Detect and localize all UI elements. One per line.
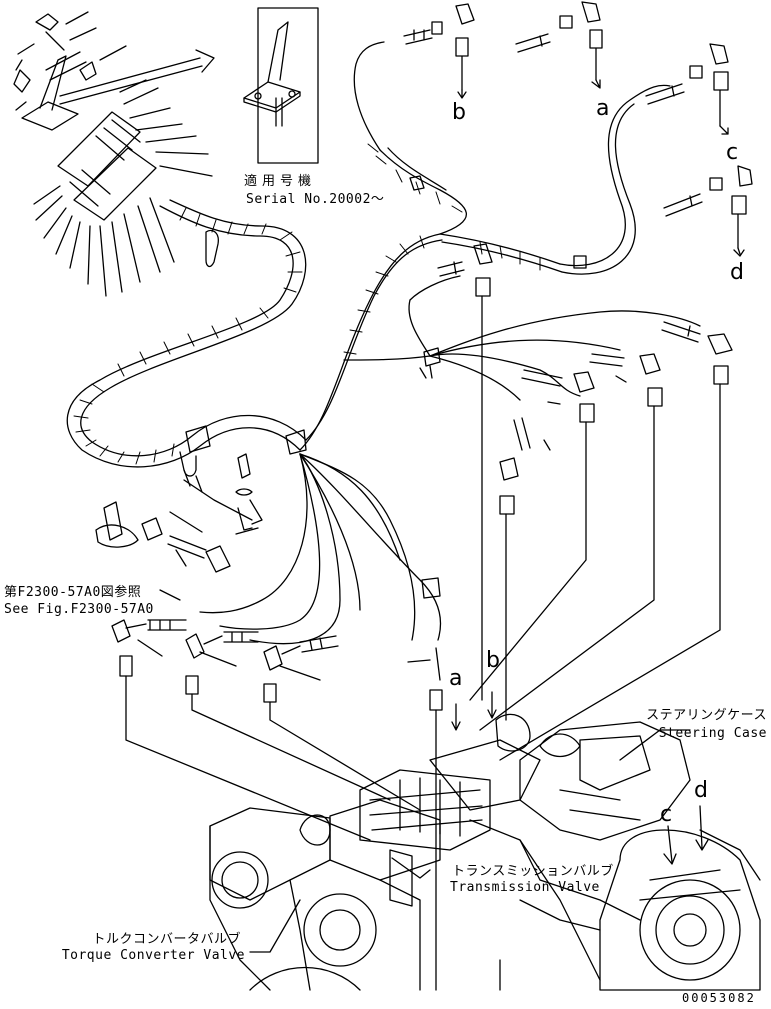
applicable-label: 適用号機 bbox=[244, 174, 317, 189]
steering-case-en: Steering Case bbox=[658, 726, 767, 741]
figure-number: 00053082 bbox=[682, 991, 756, 1005]
detail-arrow bbox=[59, 49, 215, 105]
connector-bracket bbox=[13, 13, 97, 131]
callout-d-low: d bbox=[694, 778, 708, 803]
steering-case-jp: ステアリングケース bbox=[646, 708, 767, 723]
callout-c-low: c bbox=[660, 802, 673, 827]
callout-arrows bbox=[451, 79, 745, 865]
lower-harness bbox=[199, 453, 442, 645]
middle-harness bbox=[343, 275, 701, 401]
left-fittings bbox=[95, 453, 263, 573]
reference-jp: 第F2300-57A0図参照 bbox=[4, 585, 142, 600]
connector-bank bbox=[57, 111, 157, 221]
steering-case bbox=[469, 721, 691, 991]
reference-en: See Fig.F2300-57A0 bbox=[4, 602, 154, 617]
label-leaders bbox=[159, 589, 691, 953]
transmission-valve-en: Transmission Valve bbox=[450, 880, 600, 895]
sensor-fittings-left bbox=[111, 619, 421, 841]
callout-d-top: d bbox=[730, 260, 744, 285]
inset-detail bbox=[243, 7, 319, 164]
callout-c-top: c bbox=[726, 140, 739, 165]
torque-converter-en: Torque Converter Valve bbox=[61, 948, 245, 963]
callout-b-top: b bbox=[452, 100, 466, 125]
callout-a-mid: a bbox=[449, 666, 463, 691]
callout-b-mid: b bbox=[486, 648, 500, 673]
main-harness bbox=[66, 199, 307, 477]
connector-leaders bbox=[15, 11, 213, 297]
serial-label: Serial No.20002～ bbox=[246, 192, 385, 207]
callout-a-top: a bbox=[596, 96, 610, 121]
sensor-fittings-right bbox=[403, 1, 753, 991]
torque-converter-jp: トルクコンバータバルブ bbox=[92, 932, 241, 947]
upper-harness bbox=[299, 41, 671, 451]
transmission-valve-jp: トランスミッションバルブ bbox=[452, 864, 614, 879]
transmission-housing bbox=[209, 799, 441, 991]
transmission-valve-body bbox=[359, 713, 541, 907]
torque-converter-housing bbox=[599, 829, 761, 991]
